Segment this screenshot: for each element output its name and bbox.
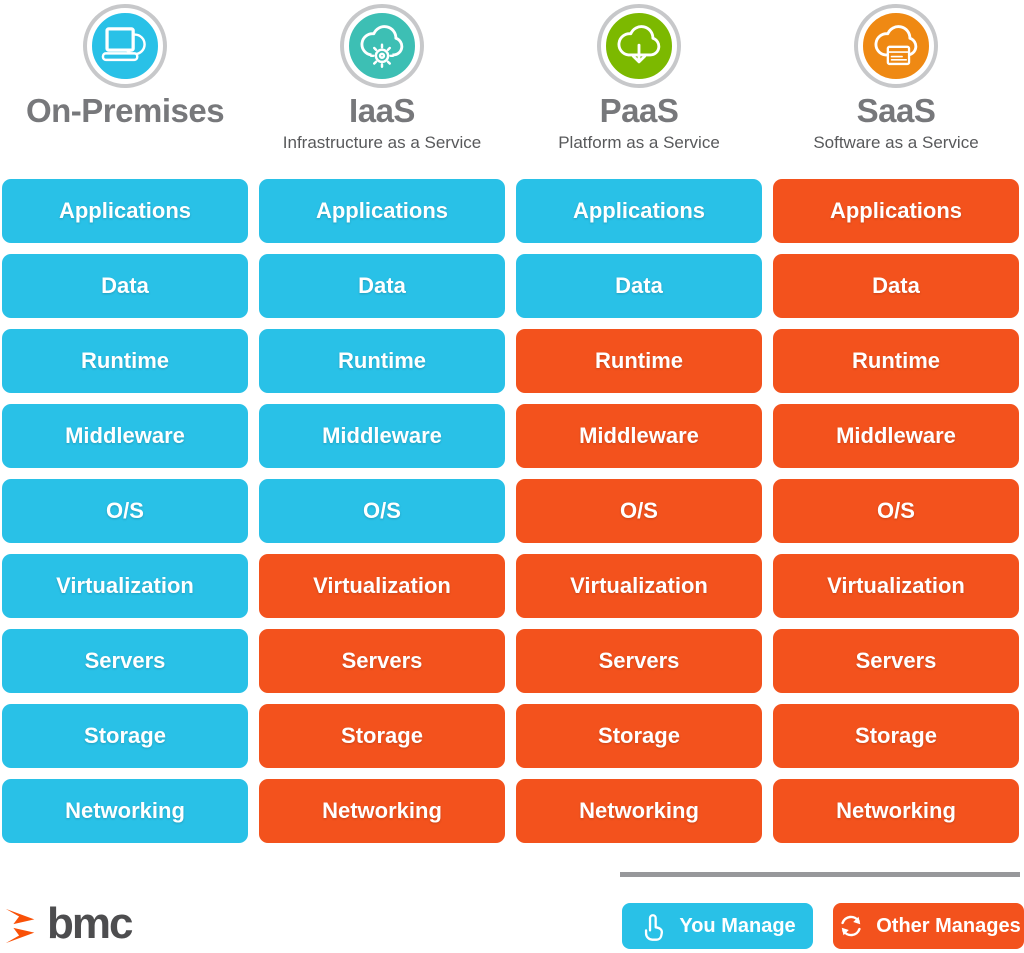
- grid-cell-saas-middleware: Middleware: [773, 404, 1019, 468]
- grid-cell-iaas-applications: Applications: [259, 179, 505, 243]
- column-header-iaas: IaaS Infrastructure as a Service: [259, 8, 505, 179]
- column-title-iaas: IaaS: [349, 92, 415, 129]
- grid-cell-iaas-o-s: O/S: [259, 479, 505, 543]
- bmc-logo-text: bmc: [47, 899, 133, 948]
- grid-cell-paas-middleware: Middleware: [516, 404, 762, 468]
- column-title-saas: SaaS: [856, 92, 936, 129]
- grid-cell-iaas-servers: Servers: [259, 629, 505, 693]
- grid-cell-paas-virtualization: Virtualization: [516, 554, 762, 618]
- legend-you-manage-label: You Manage: [679, 914, 796, 937]
- grid-cell-iaas-runtime: Runtime: [259, 329, 505, 393]
- grid-cell-paas-storage: Storage: [516, 704, 762, 768]
- grid-cell-paas-runtime: Runtime: [516, 329, 762, 393]
- grid-cell-iaas-networking: Networking: [259, 779, 505, 843]
- grid-cell-iaas-data: Data: [259, 254, 505, 318]
- grid-cell-iaas-middleware: Middleware: [259, 404, 505, 468]
- legend-other-manages-label: Other Manages: [876, 914, 1021, 937]
- grid-cell-saas-o-s: O/S: [773, 479, 1019, 543]
- grid-cell-on-premises-runtime: Runtime: [2, 329, 248, 393]
- grid-cell-on-premises-virtualization: Virtualization: [2, 554, 248, 618]
- column-header-saas: SaaS Software as a Service: [773, 8, 1019, 179]
- column-header-on-premises: On-Premises: [2, 8, 248, 179]
- grid-cell-on-premises-applications: Applications: [2, 179, 248, 243]
- column-subtitle-iaas: Infrastructure as a Service: [282, 133, 482, 152]
- grid-cell-on-premises-middleware: Middleware: [2, 404, 248, 468]
- grid-cell-paas-o-s: O/S: [516, 479, 762, 543]
- column-header-paas: PaaS Platform as a Service: [516, 8, 762, 179]
- laptop-icon: [87, 8, 163, 84]
- cloud-gear-icon: [344, 8, 420, 84]
- cloud-download-icon: [601, 8, 677, 84]
- grid-cell-paas-data: Data: [516, 254, 762, 318]
- grid-cell-saas-applications: Applications: [773, 179, 1019, 243]
- column-subtitle-paas: Platform as a Service: [558, 133, 720, 152]
- hand-click-icon: [639, 911, 669, 941]
- bmc-logo-icon: [2, 905, 40, 947]
- grid-cell-saas-servers: Servers: [773, 629, 1019, 693]
- refresh-icon: [836, 911, 866, 941]
- legend-divider: [620, 872, 1020, 877]
- column-title-paas: PaaS: [599, 92, 679, 129]
- grid-cell-on-premises-o-s: O/S: [2, 479, 248, 543]
- bmc-logo: bmc: [2, 899, 133, 950]
- grid-cell-paas-networking: Networking: [516, 779, 762, 843]
- grid-cell-on-premises-storage: Storage: [2, 704, 248, 768]
- grid-cell-on-premises-servers: Servers: [2, 629, 248, 693]
- grid-cell-on-premises-networking: Networking: [2, 779, 248, 843]
- legend-other-manages: Other Manages: [833, 903, 1024, 949]
- grid-cell-iaas-virtualization: Virtualization: [259, 554, 505, 618]
- grid-cell-saas-runtime: Runtime: [773, 329, 1019, 393]
- grid-cell-saas-storage: Storage: [773, 704, 1019, 768]
- column-title-on-premises: On-Premises: [25, 92, 225, 129]
- grid-cell-paas-applications: Applications: [516, 179, 762, 243]
- legend-you-manage: You Manage: [622, 903, 813, 949]
- grid-cell-saas-data: Data: [773, 254, 1019, 318]
- grid-cell-paas-servers: Servers: [516, 629, 762, 693]
- grid-cell-iaas-storage: Storage: [259, 704, 505, 768]
- column-subtitle-saas: Software as a Service: [813, 133, 979, 152]
- grid-cell-saas-networking: Networking: [773, 779, 1019, 843]
- grid-cell-on-premises-data: Data: [2, 254, 248, 318]
- grid-cell-saas-virtualization: Virtualization: [773, 554, 1019, 618]
- cloud-app-icon: [858, 8, 934, 84]
